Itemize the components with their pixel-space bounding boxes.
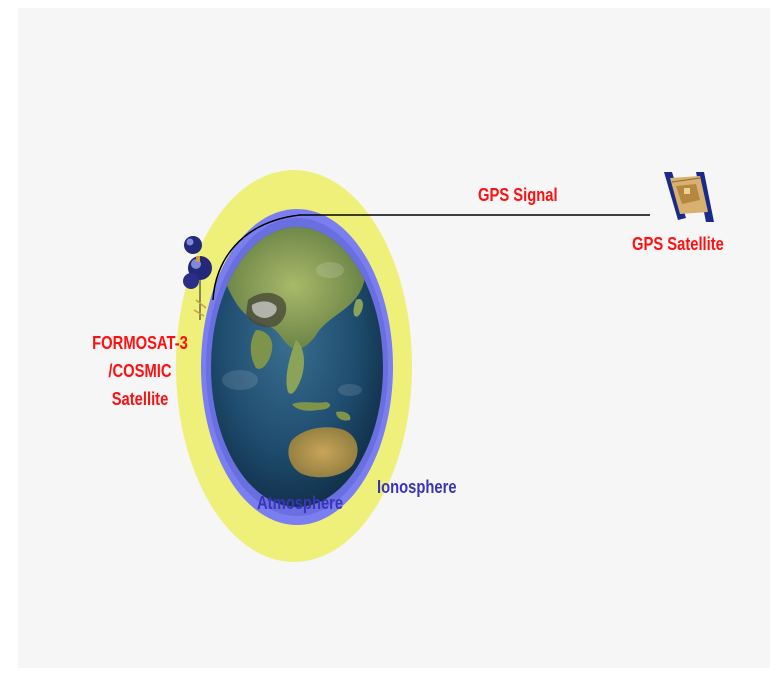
gps-signal-path [212, 214, 650, 301]
ionosphere-label: Ionosphere [377, 477, 457, 497]
gps-satellite-label: GPS Satellite [632, 234, 724, 254]
formosat-label-line-1: FORMOSAT-3 [92, 333, 188, 353]
atmosphere-label: Atmosphere [257, 493, 344, 513]
formosat-label-line-2: /COSMIC [108, 361, 172, 381]
gps-signal-label: GPS Signal [478, 185, 558, 205]
formosat-satellite-icon [183, 236, 212, 320]
formosat-satellite-label: FORMOSAT-3 /COSMIC Satellite [83, 329, 198, 413]
earth-globe [211, 227, 383, 507]
gps-satellite-icon [664, 172, 714, 222]
formosat-label-line-3: Satellite [111, 389, 169, 409]
